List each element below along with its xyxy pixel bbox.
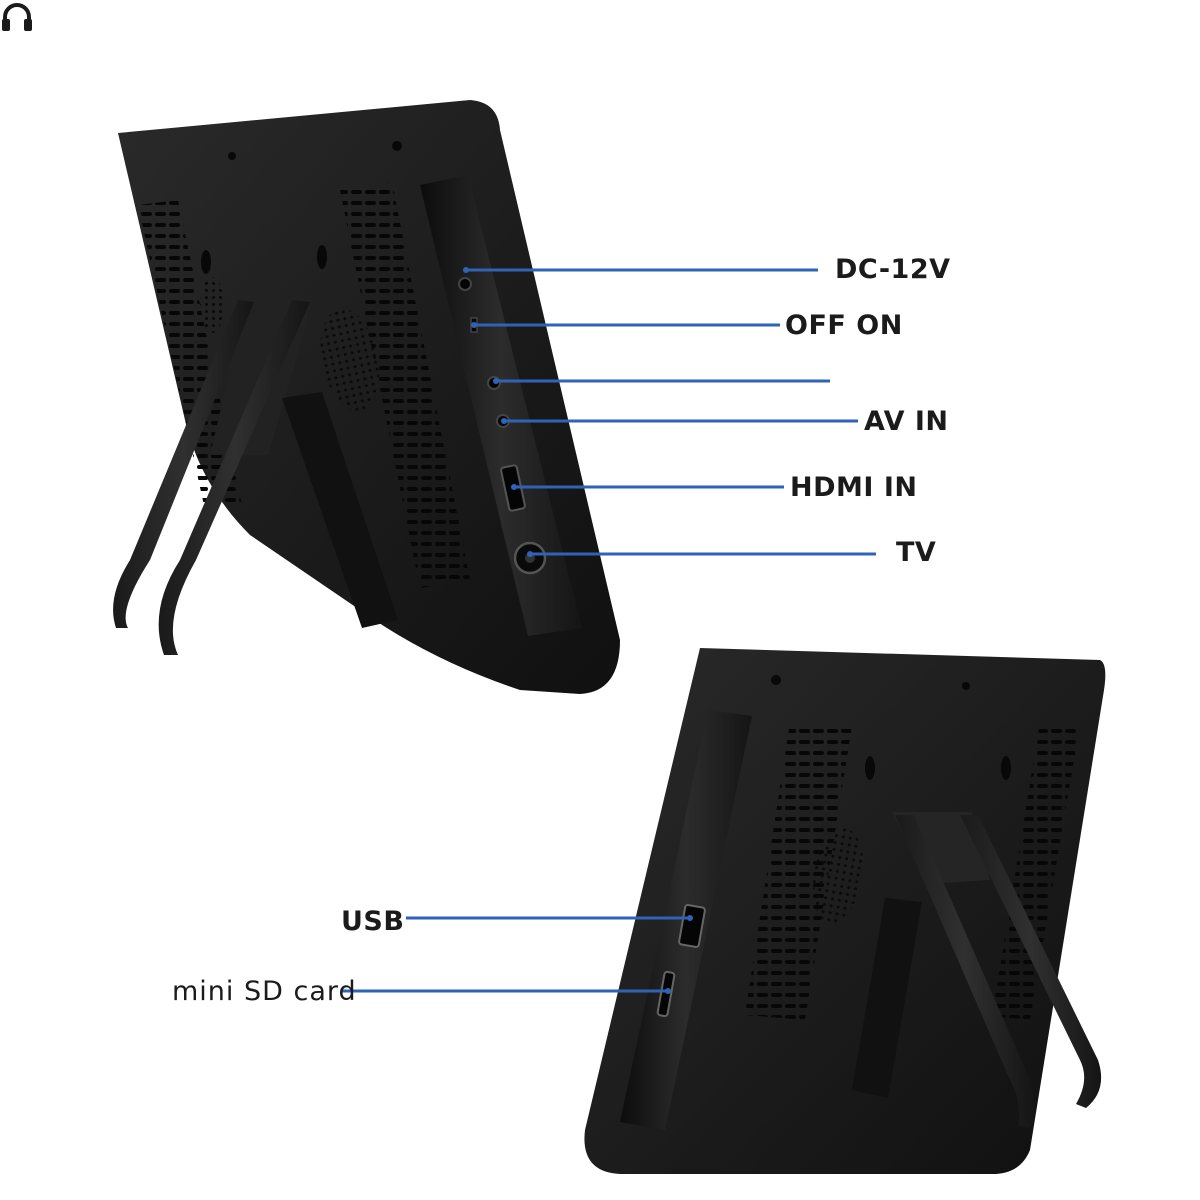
screw-hole — [392, 141, 402, 151]
bottom-device-speaker — [812, 828, 864, 924]
headphone-icon — [0, 0, 34, 34]
label-usb: USB — [341, 906, 405, 937]
label-off-on: OFF ON — [785, 310, 903, 341]
bottom-device — [584, 648, 1106, 1175]
callout-lines — [342, 268, 876, 993]
callout-dot — [471, 322, 477, 328]
label-dc-12v: DC-12V — [835, 254, 951, 285]
bottom-device-vents-left — [745, 722, 852, 1020]
keyhole — [1001, 756, 1011, 780]
dc-port — [458, 277, 472, 291]
keyhole — [865, 756, 875, 780]
screw-hole — [228, 152, 236, 160]
top-device-speaker-left — [200, 277, 224, 333]
callout-dot — [527, 551, 533, 557]
bottom-device-stand-leg-right — [960, 815, 1102, 1108]
top-device-vents-center — [340, 182, 470, 588]
top-device-rear-block — [282, 392, 398, 628]
keyhole — [201, 250, 211, 274]
top-device-stand-leg-right — [158, 300, 310, 655]
label-mini-sd-card: mini SD card — [172, 976, 357, 1007]
usb-port — [678, 904, 706, 948]
callout-dot — [687, 915, 693, 921]
label-hdmi-in: HDMI IN — [790, 472, 918, 503]
callout-dot — [665, 988, 671, 994]
bottom-device-rear-block — [852, 898, 922, 1098]
top-device-side-panel — [420, 175, 582, 636]
screw-hole — [962, 682, 970, 690]
bottom-device-stand-leg-left — [895, 815, 1034, 1128]
screw-hole — [771, 675, 781, 685]
callout-dots — [463, 267, 693, 994]
label-av-in: AV IN — [864, 406, 949, 437]
callout-dot — [511, 484, 517, 490]
label-tv: TV — [896, 537, 937, 568]
keyhole — [317, 245, 327, 269]
top-device-stand-leg-left — [113, 300, 254, 628]
sd-card-slot — [656, 970, 676, 1018]
top-device — [113, 100, 620, 694]
callout-dot — [493, 378, 499, 384]
top-device-speaker — [320, 308, 380, 412]
callout-dot — [463, 267, 469, 273]
callout-dot — [501, 418, 507, 424]
bottom-device-vents-right — [992, 722, 1080, 1020]
